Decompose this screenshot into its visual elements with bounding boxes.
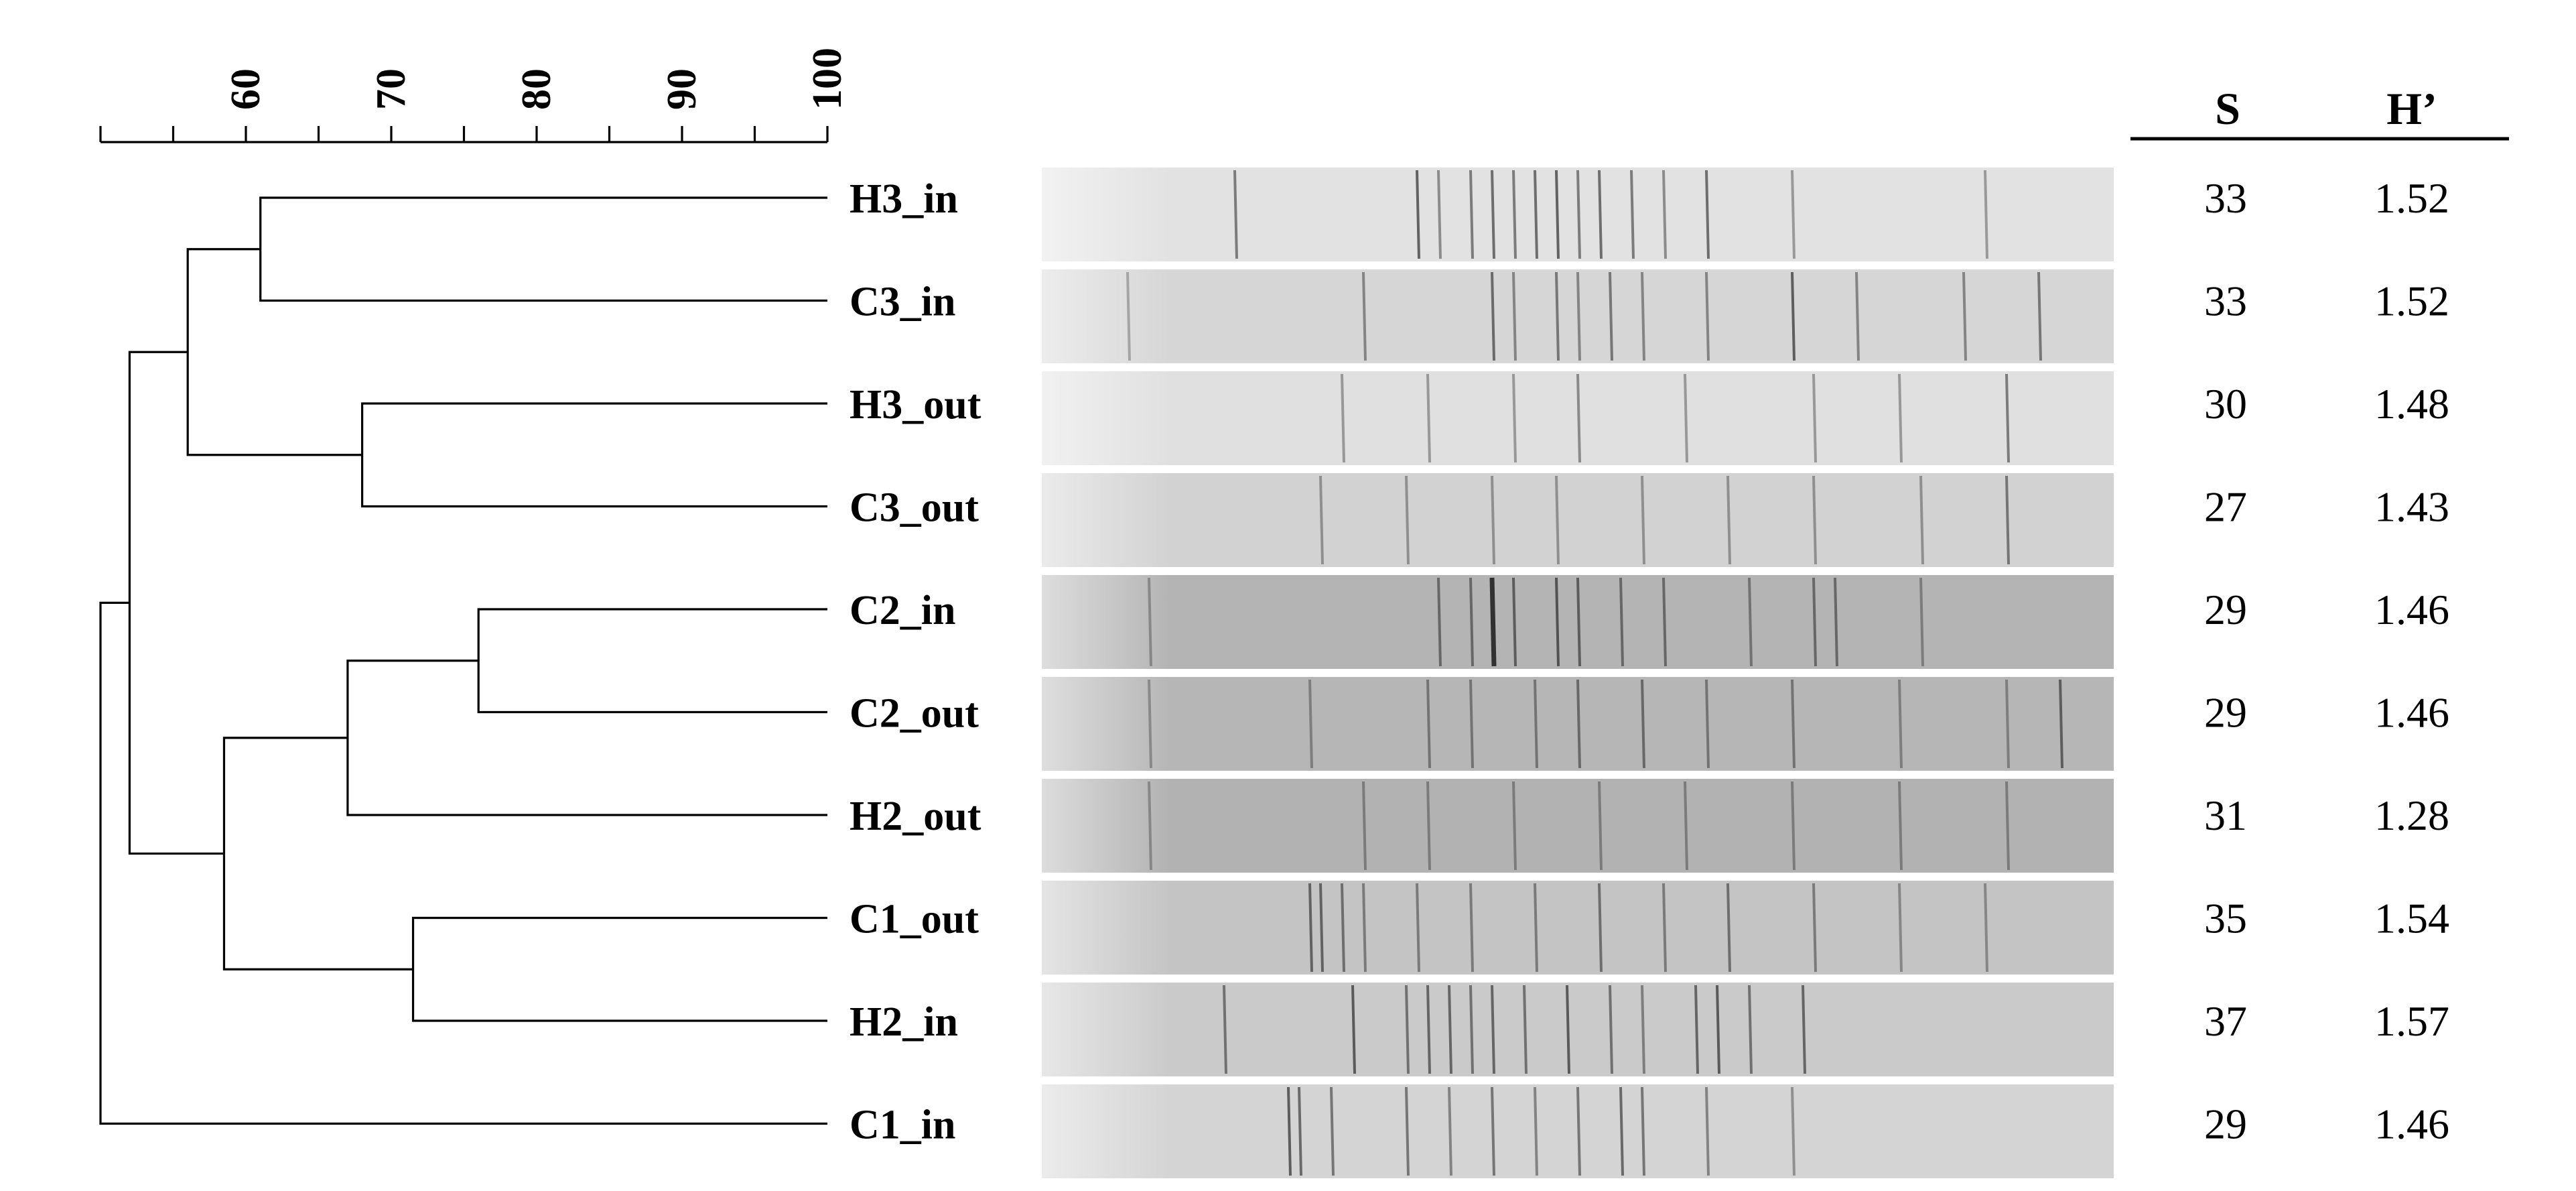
dendrogram-branch (222, 737, 413, 970)
sample-label: H3_out (850, 382, 981, 428)
sample-label: C3_out (850, 485, 979, 531)
sample-label: C3_in (850, 279, 955, 325)
gel-image (1042, 168, 2114, 1178)
gel-lane (1042, 983, 2114, 1076)
table-cell-h: 1.54 (2374, 895, 2449, 942)
axis-tick-label: 90 (659, 68, 705, 110)
table-cell-s: 33 (2204, 277, 2247, 325)
table-cell-s: 30 (2204, 380, 2247, 428)
sample-label: C2_out (850, 691, 979, 737)
table-cell-s: 37 (2204, 997, 2247, 1045)
table-cell-h: 1.52 (2374, 174, 2449, 222)
sample-label: H3_in (850, 176, 958, 222)
gel-lane (1042, 371, 2114, 465)
table-cell-s: 27 (2204, 483, 2247, 531)
dendrogram-tree (99, 196, 827, 1125)
dendrogram-branch (99, 601, 827, 1125)
table-cell-s: 31 (2204, 792, 2247, 839)
axis-tick-label: 80 (514, 68, 559, 110)
table-cell-s: 29 (2204, 586, 2247, 633)
dendrogram-branch (186, 248, 362, 456)
dendrogram-branch (477, 608, 827, 714)
dendrogram-branch (361, 402, 827, 508)
table-cell-h: 1.46 (2374, 689, 2449, 737)
gel-lane (1042, 677, 2114, 771)
table-cell-h: 1.46 (2374, 1101, 2449, 1148)
table-cell-s: 35 (2204, 895, 2247, 942)
gel-lane (1042, 168, 2114, 261)
table-cell-s: 29 (2204, 1101, 2247, 1148)
gel-lane (1042, 881, 2114, 975)
table-header-s: S (2215, 83, 2240, 134)
table-cell-s: 33 (2204, 174, 2247, 222)
similarity-axis: 60 70 80 90 100 (99, 48, 850, 143)
dendrogram-branch (128, 351, 224, 855)
sample-label: C2_in (850, 588, 955, 633)
table-cell-h: 1.48 (2374, 380, 2449, 428)
dendrogram-branch (259, 196, 827, 302)
table-cell-h: 1.52 (2374, 277, 2449, 325)
sample-label: C1_in (850, 1103, 955, 1148)
table-cell-h: 1.46 (2374, 586, 2449, 633)
table-cell-h: 1.43 (2374, 483, 2449, 531)
sample-label: H2_out (850, 794, 981, 839)
gel-lane (1042, 779, 2114, 873)
table-cell-h: 1.57 (2374, 997, 2449, 1045)
gel-lane (1042, 473, 2114, 567)
sample-labels: H3_inC3_inH3_outC3_outC2_inC2_outH2_outC… (850, 176, 981, 1148)
axis-tick-label: 70 (368, 68, 414, 110)
table-header-h: H’ (2386, 83, 2437, 134)
gel-lane (1042, 269, 2114, 363)
gel-lane (1042, 1084, 2114, 1178)
table-cell-s: 29 (2204, 689, 2247, 737)
table-cell-h: 1.28 (2374, 792, 2449, 839)
dendrogram-branch (411, 916, 827, 1022)
sample-label: H2_in (850, 999, 958, 1045)
sample-label: C1_out (850, 897, 979, 942)
dendrogram-branch (346, 660, 827, 816)
gel-lane (1042, 575, 2114, 669)
axis-tick-label: 60 (223, 68, 269, 110)
diversity-table: S H’ 33 1.52 33 1.52 30 1.48 27 1.43 29 1.46 29 1.4… (2130, 83, 2509, 1148)
axis-tick-label: 100 (805, 48, 850, 110)
